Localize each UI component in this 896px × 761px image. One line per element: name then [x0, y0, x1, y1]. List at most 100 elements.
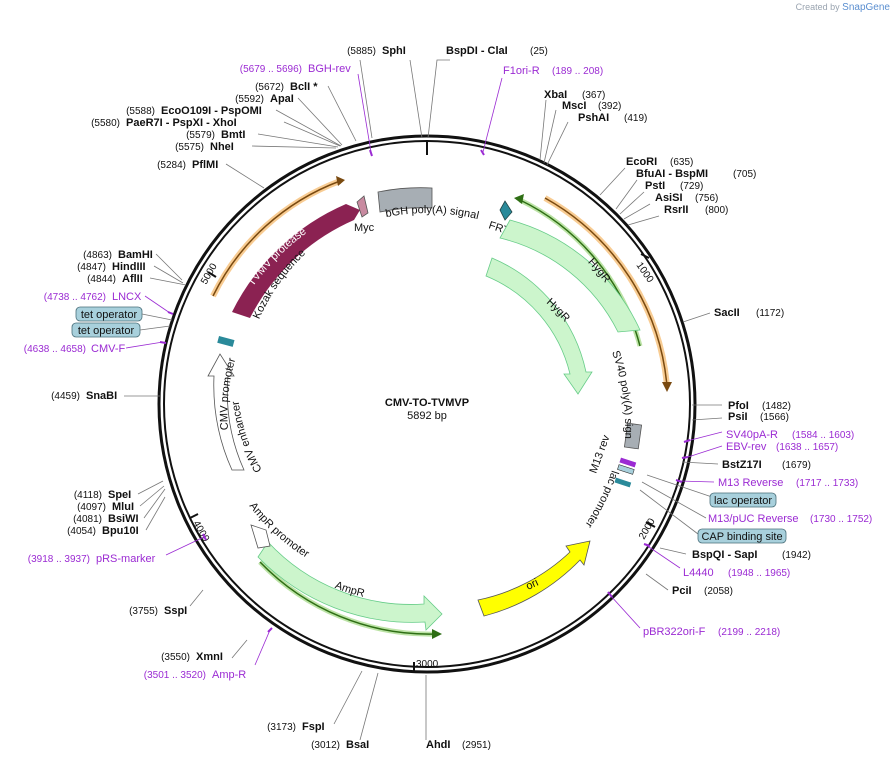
- tick-5000-mark: [207, 271, 217, 278]
- site-pos-paer7i: (5580): [91, 118, 120, 129]
- frt-arrow: [499, 200, 513, 221]
- tvmv-protease-arrow: [232, 204, 360, 318]
- site-name-bpu10i: Bpu10I: [102, 525, 139, 537]
- primer-name-ebv-rev: EBV-rev: [726, 441, 767, 453]
- lac-operator-mark: [617, 464, 635, 475]
- site-name-bfuai: BfuAI - BspMI: [636, 168, 708, 180]
- site-pos-mlui: (4097): [77, 502, 106, 513]
- backbone-outer: [157, 134, 697, 674]
- site-pos-bmti: (5579): [186, 130, 215, 141]
- map-length: 5892 bp: [407, 410, 447, 422]
- credit-prefix: Created by: [795, 2, 840, 12]
- ampr-promoter-arrow: [250, 524, 271, 549]
- site-pos-rsrii: (800): [705, 205, 728, 216]
- cap-binding-site-label: CAP binding site: [701, 531, 782, 543]
- hygr-inner-arrow: [485, 257, 593, 395]
- site-pos-pflmi: (5284): [157, 160, 186, 171]
- tick-3000: 3000: [416, 659, 439, 670]
- ori-arrow: [477, 540, 591, 617]
- site-name-bamhi: BamHI: [118, 249, 153, 261]
- primer-name-amp-r: Amp-R: [212, 669, 246, 681]
- site-pos-bpu10i: (4054): [67, 526, 96, 537]
- myc-label: Myc: [354, 222, 375, 234]
- tick-4000: 4000: [190, 519, 211, 544]
- site-pos-nhei: (5575): [175, 142, 204, 153]
- lac-operator-label: lac operator: [714, 495, 772, 507]
- primer-name-bgh-rev: BGH-rev: [308, 63, 351, 75]
- primer-range-ebv-rev: (1638 .. 1657): [776, 442, 838, 453]
- myc-arrow: [356, 195, 369, 218]
- lac-promoter-label: lac promoter: [582, 469, 620, 530]
- m13-rev-label: M13 rev: [588, 433, 613, 475]
- site-name-mlui: MluI: [112, 501, 134, 513]
- site-name-ecori: EcoRI: [626, 156, 657, 168]
- tet-operator-leader-2: [139, 325, 171, 331]
- orange-arc-right-head: [662, 382, 672, 392]
- site-pos-pfoi: (1482): [762, 401, 791, 412]
- site-name-bsai: BsaI: [346, 739, 369, 751]
- green-arc-ampr-head: [432, 629, 442, 639]
- site-pos-apai: (5592): [235, 94, 264, 105]
- site-name-xmni: XmnI: [196, 651, 223, 663]
- tick-1000-mark: [640, 253, 650, 259]
- snapgene-credit: Created by SnapGene: [796, 2, 890, 13]
- primer-range-m13-reverse: (1717 .. 1733): [796, 478, 858, 489]
- cmv-f-mark: [217, 336, 235, 347]
- primer-range-m13puc-reverse: (1730 .. 1752): [810, 514, 872, 525]
- orange-arc-left-line: [212, 180, 341, 297]
- site-pos-psii: (1566): [760, 412, 789, 423]
- site-name-pcii: PciI: [672, 585, 692, 597]
- primer-name-pbr322ori-f: pBR322ori-F: [643, 626, 706, 638]
- site-name-ahdi: AhdI: [426, 739, 450, 751]
- primer-markers: [159, 149, 691, 633]
- site-name-asisi: AsiSI: [655, 192, 683, 204]
- primer-range-f1ori-r: (189 .. 208): [552, 66, 603, 77]
- site-name-snabi: SnaBI: [86, 390, 117, 402]
- bgh-polya-box: [377, 187, 433, 213]
- primer-name-m13-reverse: M13 Reverse: [718, 477, 783, 489]
- site-pos-pcii: (2058): [704, 586, 733, 597]
- orange-arc-left-head: [336, 176, 345, 186]
- site-name-nhei: NheI: [210, 141, 234, 153]
- site-pos-bcli: (5672): [255, 82, 284, 93]
- site-pos-xbai: (367): [582, 90, 605, 101]
- site-pos-ecoo109i: (5588): [126, 106, 155, 117]
- tet-operator-label-2: tet operator: [78, 325, 135, 337]
- primer-name-cmv-f: CMV-F: [91, 343, 126, 355]
- sv40-polya-box: [623, 422, 643, 450]
- site-pos-psti: (729): [680, 181, 703, 192]
- site-pos-bspqi: (1942): [782, 550, 811, 561]
- primer-range-cmv-f: (4638 .. 4658): [24, 344, 86, 355]
- site-pos-bsiwi: (4081): [73, 514, 102, 525]
- snapgene-brand: SnapGene: [842, 2, 890, 13]
- site-pos-bspdi: (25): [530, 46, 548, 57]
- leader-lines: [124, 59, 723, 741]
- site-name-bsiwi: BsiWI: [108, 513, 139, 525]
- ampr-arrow: [257, 541, 443, 631]
- hygr-outer-arrow: [499, 219, 641, 333]
- site-name-xbai: XbaI: [544, 89, 567, 101]
- site-name-ecoo109i: EcoO109I - PspOMI: [161, 105, 262, 117]
- site-name-psti: PstI: [645, 180, 665, 192]
- site-name-bcli: BclI *: [290, 81, 318, 93]
- site-pos-asisi: (756): [695, 193, 718, 204]
- site-name-aflii: AflII: [122, 273, 143, 285]
- site-name-spei: SpeI: [108, 489, 131, 501]
- site-pos-snabi: (4459): [51, 391, 80, 402]
- site-name-fspi: FspI: [302, 721, 325, 733]
- cmv-promoter-arrow: [207, 353, 245, 471]
- site-name-msci: MscI: [562, 100, 586, 112]
- site-name-psii: PsiI: [728, 411, 748, 423]
- site-pos-ahdi: (2951): [462, 740, 491, 751]
- site-pos-sspi: (3755): [129, 606, 158, 617]
- site-pos-ecori: (635): [670, 157, 693, 168]
- site-name-hindiii: HindIII: [112, 261, 146, 273]
- site-name-sphi: SphI: [382, 45, 406, 57]
- site-pos-bstz17i: (1679): [782, 460, 811, 471]
- site-name-pfoi: PfoI: [728, 400, 749, 412]
- primer-name-prs-marker: pRS-marker: [96, 553, 156, 565]
- primer-name-l4440: L4440: [683, 567, 714, 579]
- orange-arc-right-line: [544, 197, 668, 387]
- site-pos-bfuai: (705): [733, 169, 756, 180]
